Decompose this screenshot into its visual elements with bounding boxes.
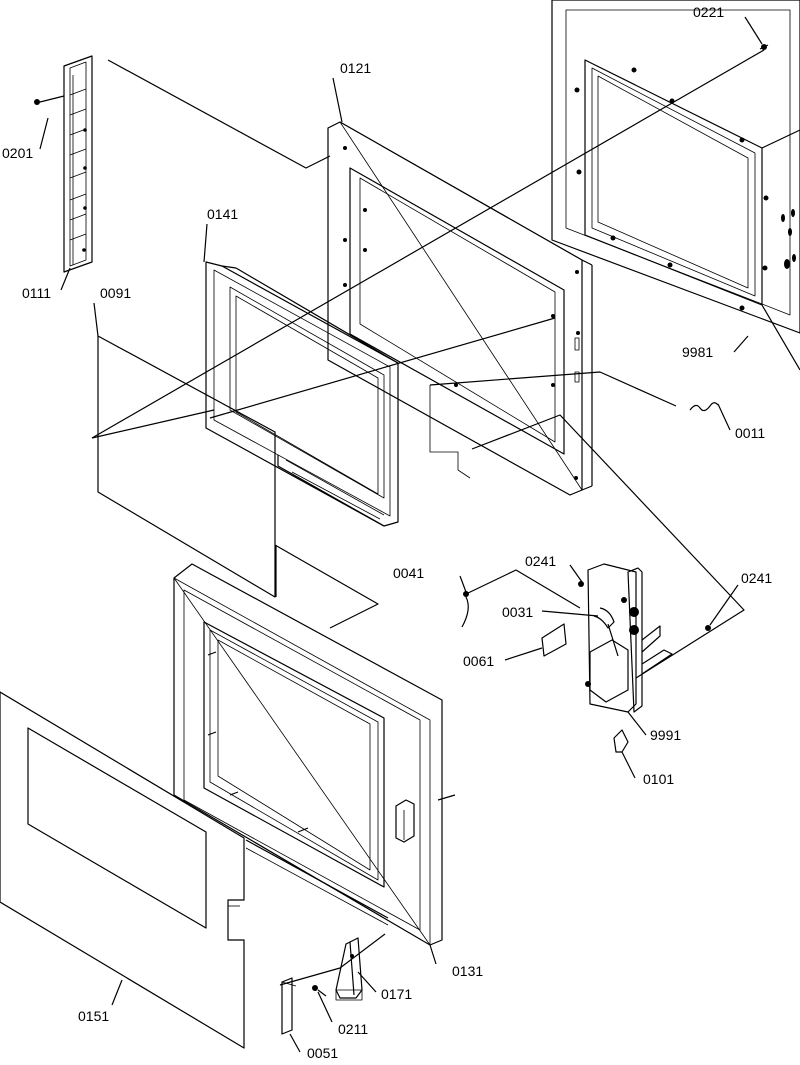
door-front-panel bbox=[0, 691, 245, 1049]
label-0061: 0061 bbox=[463, 653, 494, 669]
label-0101: 0101 bbox=[643, 771, 674, 787]
label-0211: 0211 bbox=[338, 1021, 368, 1037]
label-0111: 0111 bbox=[22, 285, 51, 301]
part-labels: 0221 0221 0121 0201 0141 0111 0091 9981 … bbox=[2, 4, 772, 1061]
leader-lines bbox=[39, 16, 763, 1053]
spring-0011-part bbox=[689, 402, 719, 412]
latch-assembly bbox=[585, 563, 673, 713]
label-0011: 0011 bbox=[735, 425, 765, 441]
label-0131: 0131 bbox=[452, 963, 483, 979]
door-frame bbox=[173, 563, 443, 946]
label-0031: 0031 bbox=[502, 604, 533, 620]
latch-spring-0041-part bbox=[461, 591, 469, 628]
hinge-bracket bbox=[63, 55, 93, 273]
label-0151: 0151 bbox=[78, 1008, 109, 1024]
door-choke-assembly bbox=[551, 0, 800, 371]
screw-0221-part bbox=[759, 44, 769, 50]
door-panel-sheet bbox=[97, 335, 276, 598]
explode-lines bbox=[91, 49, 765, 986]
label-0201: 0201 bbox=[2, 145, 33, 161]
screw-0241-part bbox=[578, 581, 711, 631]
label-0141: 0141 bbox=[207, 206, 238, 222]
label-9991: 9991 bbox=[650, 727, 681, 743]
screw-0201-part bbox=[34, 95, 65, 105]
bracket-cover bbox=[281, 977, 297, 1035]
label-0091: 0091 bbox=[100, 285, 131, 301]
label-0171: 0171 bbox=[381, 986, 412, 1002]
latch-lever-0101-part bbox=[613, 729, 629, 753]
door-glass-frame bbox=[205, 261, 399, 527]
label-0041: 0041 bbox=[393, 565, 424, 581]
screw-0211-part bbox=[312, 985, 327, 997]
label-0121: 0121 bbox=[340, 60, 371, 76]
latch-plate-0061-part bbox=[541, 623, 567, 657]
label-0241-left: 0241 bbox=[525, 553, 556, 569]
label-9981: 9981 bbox=[682, 344, 713, 360]
label-0221: 0221 bbox=[693, 4, 724, 20]
label-0241-right: 0241 bbox=[741, 570, 772, 586]
door-handle-bracket bbox=[335, 937, 363, 1001]
label-0051: 0051 bbox=[307, 1045, 338, 1061]
